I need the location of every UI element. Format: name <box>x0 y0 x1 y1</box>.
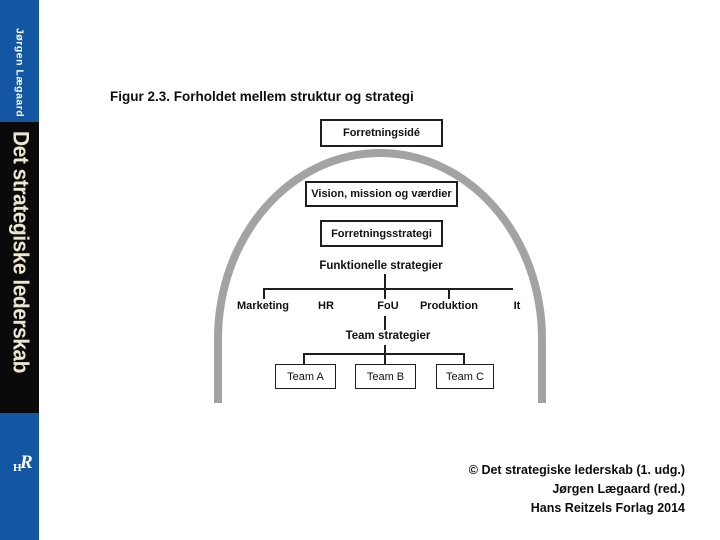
connector-drop-team-c <box>463 353 465 364</box>
connector-rail-functions <box>263 288 513 290</box>
function-label-marketing: Marketing <box>237 300 289 312</box>
box-team-c: Team C <box>436 364 494 389</box>
logo-letter-r: R <box>20 452 33 473</box>
box-forretningside: Forretningsidé <box>320 119 443 147</box>
connector-drop-team-a <box>303 353 305 364</box>
sidebar-book-title-section: Det strategiske lederskab <box>0 122 39 413</box>
hans-reitzels-logo-icon: H R <box>13 452 39 482</box>
box-team-a: Team A <box>275 364 336 389</box>
connector-vertical-functional <box>384 274 386 288</box>
sidebar-author-text: Jørgen Lægaard <box>13 28 26 118</box>
box-team-b: Team B <box>355 364 416 389</box>
logo-letter-h: H <box>13 462 22 474</box>
sidebar-author-section: Jørgen Lægaard <box>0 0 39 122</box>
connector-vertical-to-teams-heading <box>384 316 386 330</box>
copyright-credits: © Det strategiske lederskab (1. udg.) Jø… <box>469 461 685 518</box>
function-label-produktion: Produktion <box>419 300 479 312</box>
sidebar-publisher-section <box>0 413 39 540</box>
credit-line-title: © Det strategiske lederskab (1. udg.) <box>468 463 685 477</box>
box-forretningsstrategi: Forretningsstrategi <box>320 220 443 247</box>
function-label-fou: FoU <box>377 300 399 312</box>
function-label-hr: HR <box>318 300 334 312</box>
connector-vertical-from-teams-heading <box>384 345 386 354</box>
credit-line-editor: Jørgen Lægaard (red.) <box>552 482 685 496</box>
heading-funktionelle-strategier: Funktionelle strategier <box>319 260 443 272</box>
connector-tick-marketing <box>263 288 265 299</box>
sidebar-book-title-text: Det strategiske lederskab <box>7 131 33 373</box>
function-label-it: It <box>513 300 521 312</box>
connector-tick-fou <box>384 288 386 299</box>
credit-line-publisher: Hans Reitzels Forlag 2014 <box>530 501 685 515</box>
figure-title: Figur 2.3. Forholdet mellem struktur og … <box>110 89 414 104</box>
heading-team-strategier: Team strategier <box>345 330 431 342</box>
connector-drop-team-b <box>384 353 386 364</box>
connector-tick-produktion <box>448 288 450 299</box>
box-vision-mission-vaerdier: Vision, mission og værdier <box>305 181 458 207</box>
